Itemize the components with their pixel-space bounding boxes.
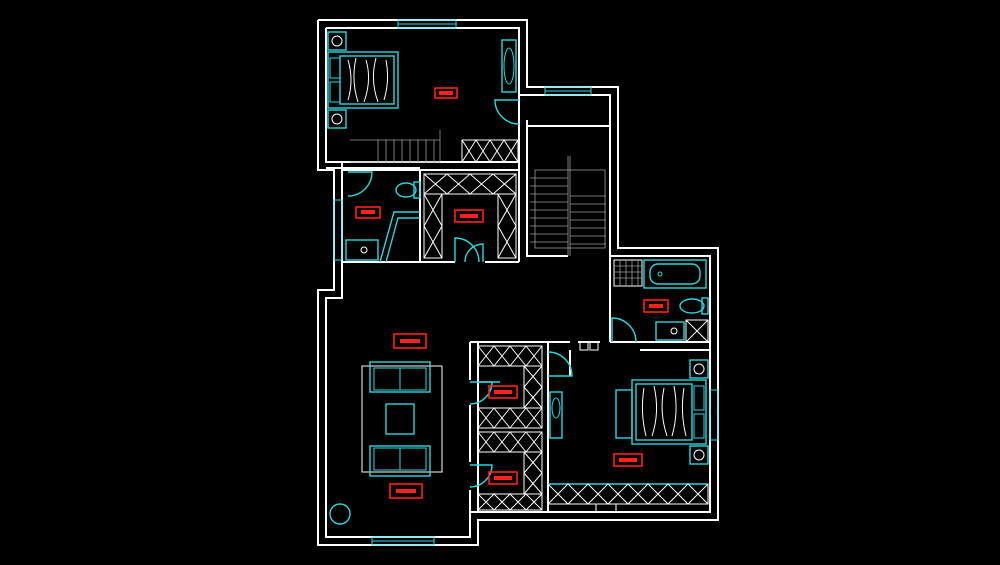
- upper-bedroom-desk: [501, 39, 517, 93]
- room-tag-master-bedroom: [613, 453, 643, 467]
- master-bedroom-wardrobe: [547, 483, 709, 513]
- room-tag-upper-bedroom: [434, 87, 458, 99]
- room-tag-closet-lower: [488, 471, 518, 485]
- upper-bedroom-bed: [327, 31, 399, 129]
- walk-in-closet-shelves: [423, 173, 517, 259]
- upper-stair: [350, 130, 441, 163]
- master-bedroom-bed: [615, 359, 709, 465]
- room-tag-living-room: [393, 333, 427, 349]
- room-tag-lounge: [389, 483, 423, 499]
- upper-bathroom-fixtures: [345, 181, 421, 263]
- upper-wardrobe: [461, 139, 519, 163]
- right-bathroom-fixtures: [613, 259, 709, 343]
- room-tag-closet-upper: [488, 385, 518, 399]
- room-tag-upper-bathroom: [355, 206, 381, 219]
- living-room-furniture: [329, 361, 443, 525]
- room-tag-right-bathroom: [643, 299, 669, 313]
- middle-closets: [477, 345, 563, 511]
- doors: [347, 99, 637, 488]
- windows: [333, 19, 719, 546]
- room-tag-walk-in-closet: [454, 209, 484, 223]
- main-stair: [530, 156, 606, 256]
